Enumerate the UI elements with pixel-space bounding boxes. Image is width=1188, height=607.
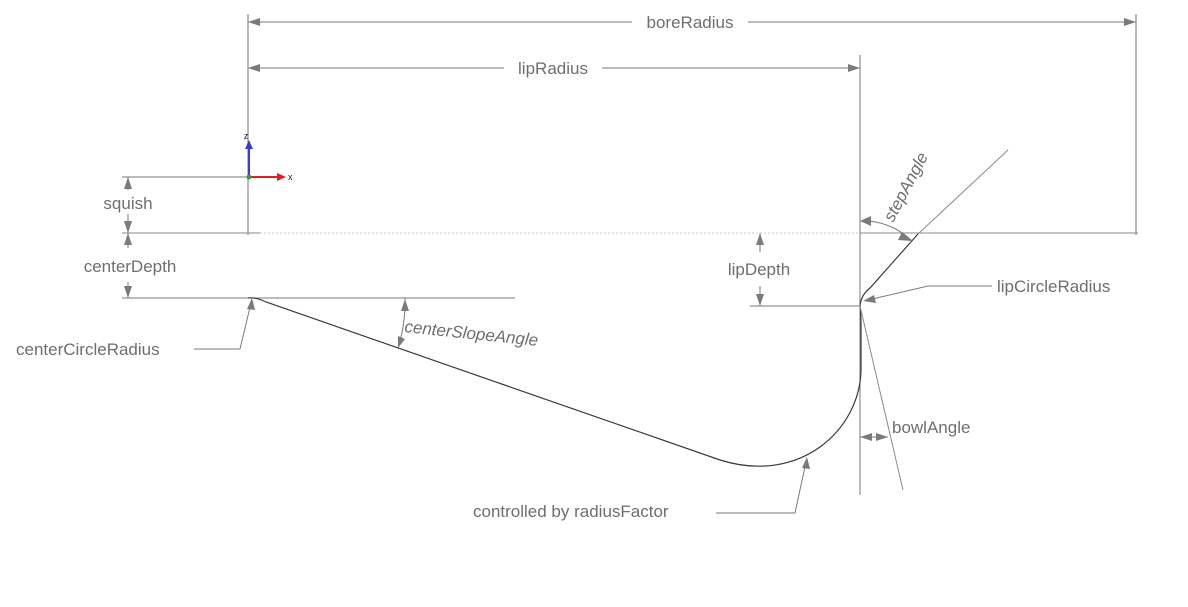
center-depth-label: centerDepth bbox=[84, 257, 177, 276]
center-circle-radius-leader: centerCircleRadius bbox=[16, 298, 255, 359]
coordinate-triad: z x bbox=[244, 131, 293, 182]
lip-circle-radius-leader: lipCircleRadius bbox=[863, 277, 1110, 303]
bore-radius-label: boreRadius bbox=[647, 13, 734, 32]
lip-depth-label: lipDepth bbox=[728, 260, 790, 279]
center-depth-dimension: centerDepth bbox=[84, 233, 250, 299]
bowl-profile-curve bbox=[247, 233, 919, 467]
lip-radius-dimension: lipRadius bbox=[248, 59, 860, 78]
center-slope-angle-dimension: centerSlopeAngle bbox=[397, 297, 539, 350]
z-axis-label: z bbox=[244, 131, 249, 141]
lip-depth-dimension: lipDepth bbox=[728, 233, 860, 307]
squish-dimension: squish bbox=[103, 176, 250, 233]
step-angle-label: stepAngle bbox=[880, 149, 932, 225]
center-circle-radius-label: centerCircleRadius bbox=[16, 340, 160, 359]
bowl-angle-reference-line bbox=[859, 305, 904, 491]
lip-circle-radius-label: lipCircleRadius bbox=[997, 277, 1110, 296]
step-angle-reference-line bbox=[917, 149, 1009, 235]
bowl-angle-dimension: bowlAngle bbox=[860, 418, 970, 441]
bore-radius-dimension: boreRadius bbox=[247, 13, 1137, 235]
center-slope-angle-label: centerSlopeAngle bbox=[404, 317, 539, 350]
step-angle-dimension: stepAngle bbox=[859, 149, 932, 242]
radius-factor-leader: controlled by radiusFactor bbox=[473, 457, 810, 521]
radius-factor-label: controlled by radiusFactor bbox=[473, 502, 669, 521]
squish-label: squish bbox=[103, 194, 152, 213]
lip-radius-label: lipRadius bbox=[518, 59, 588, 78]
x-axis-label: x bbox=[288, 172, 293, 182]
bowl-angle-label: bowlAngle bbox=[892, 418, 970, 437]
